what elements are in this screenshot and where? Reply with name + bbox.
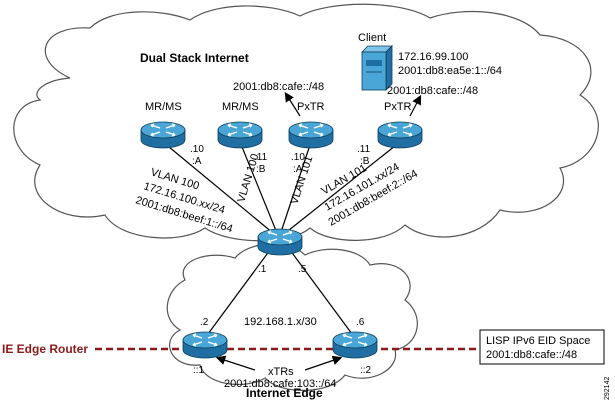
bottom-cloud-title: Internet Edge: [246, 386, 323, 400]
pxtr2-prefix: 2001:db8:cafe::/48: [387, 85, 478, 97]
pxtr2-addr-v4: .11: [357, 144, 371, 155]
client-ipv4: 172.16.99.100: [398, 51, 468, 63]
pxtr1-addr-v6: :A: [293, 164, 303, 175]
mrms2-addr-v6: :B: [256, 164, 266, 175]
edge2-addr-v6: ::2: [360, 365, 372, 376]
mrms2-addr-v4: .11: [254, 152, 268, 163]
top-cloud-title: Dual Stack Internet: [140, 51, 249, 65]
core-addr-right: .5: [298, 264, 307, 275]
pxtr1-label: PxTR: [297, 101, 325, 113]
router-pxtr1: [288, 121, 334, 149]
router-pxtr2: [377, 121, 423, 149]
edge1-addr-v6: ::1: [193, 365, 205, 376]
ie-edge-router-label: IE Edge Router: [2, 342, 88, 356]
edge1-addr-v4: .2: [200, 317, 209, 328]
router-mrms1: [140, 121, 186, 149]
eid-space-box: [479, 329, 605, 365]
router-edge2: [332, 331, 378, 359]
link-core-pxtr1: [278, 141, 312, 239]
router-core: [257, 228, 303, 256]
xtrs-arrow-right: [304, 355, 343, 371]
edge2-addr-v4: .6: [356, 317, 365, 328]
router-edge1: [182, 331, 228, 359]
xtrs-label: xTRs: [268, 366, 294, 378]
xtrs-arrow-left: [215, 355, 256, 371]
pxtr1-prefix: 2001:db8:cafe::/48: [233, 81, 324, 93]
mrms2-label: MR/MS: [222, 101, 259, 113]
eid-box-line1: LISP IPv6 EID Space: [486, 335, 590, 347]
edge-subnet: 192.168.1.x/30: [244, 316, 317, 328]
client-label: Client: [358, 32, 386, 44]
link-core-mrms1: [162, 141, 280, 239]
client-server-icon: [361, 45, 393, 91]
mrms1-label: MR/MS: [145, 101, 182, 113]
core-addr-left: .1: [258, 264, 267, 275]
client-ipv6: 2001:db8:ea5e:1::/64: [398, 65, 502, 77]
eid-box-line2: 2001:db8:cafe::/48: [486, 349, 577, 361]
edge-v6-subnet: 2001:db8:cafe:103::/64: [224, 378, 337, 390]
pxtr2-arrow: [409, 94, 422, 117]
link-core-edge1: [204, 249, 271, 339]
mrms1-addr-v4: .10: [190, 144, 204, 155]
pxtr2-label: PxTR: [384, 101, 412, 113]
pxtr1-addr-v4: .10: [291, 152, 305, 163]
figure-id: 292142: [604, 377, 611, 400]
router-mrms2: [217, 121, 263, 149]
pxtr2-addr-v6: :B: [360, 156, 370, 167]
link-core-edge2: [289, 249, 356, 339]
link-core-mrms2: [239, 141, 280, 239]
mrms1-addr-v6: :A: [192, 156, 202, 167]
pxtr1-arrow: [284, 91, 301, 117]
link-core-pxtr2: [278, 141, 401, 239]
